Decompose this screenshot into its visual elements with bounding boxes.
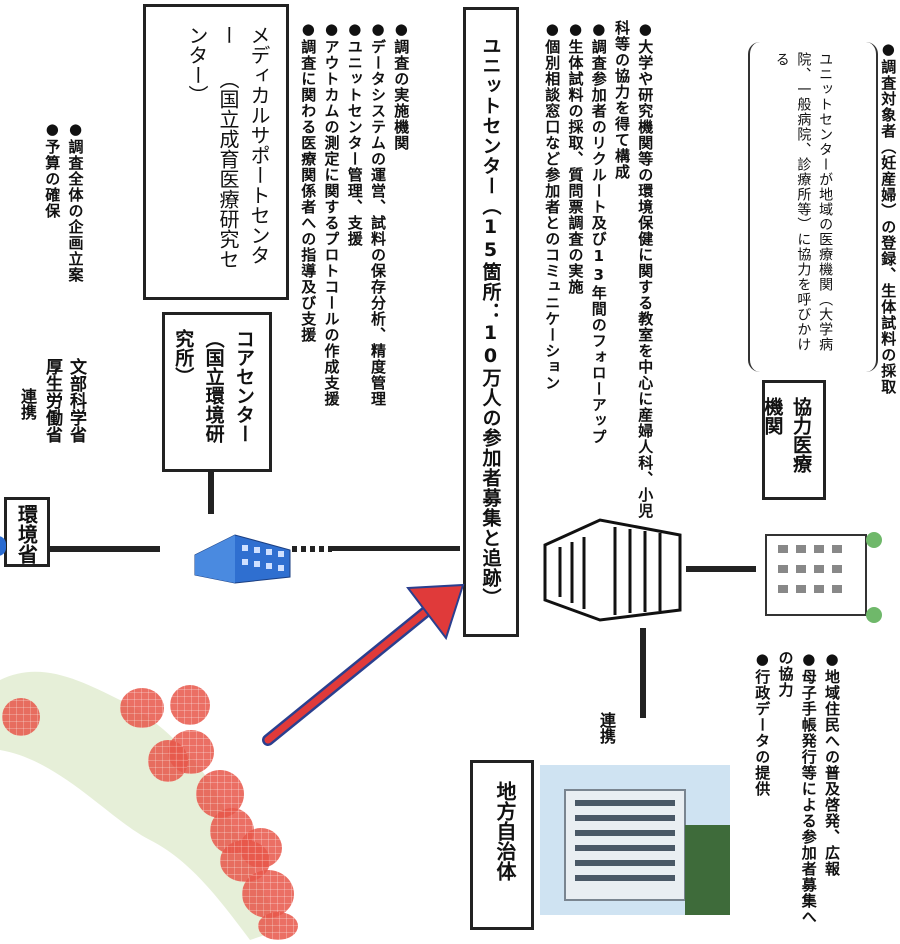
map-region (148, 740, 188, 782)
core-unit-dotted-connector (292, 546, 332, 552)
ministry-renkei-label: 連携 (18, 388, 37, 420)
local-role-2: ●母子手帳発行等による参加者募集への協力 (776, 650, 818, 925)
unit-building-icon (540, 515, 685, 625)
core-role-2: ●データシステムの運営、試料の保存分析、精度管理 (369, 20, 387, 407)
medical-support-title: メディカルサポートセンター (216, 25, 271, 265)
map-region (258, 912, 298, 940)
core-center-box: コアセンター （国立環境研究所） (162, 312, 272, 472)
hospital-icon (756, 520, 886, 630)
coop-medical-box: 協力医療機関 (762, 380, 826, 500)
coop-note: ユニットセンターが地域の医療機関（大学病院、一般病院、診療所等）に協力を呼びかけ… (773, 52, 834, 352)
ministry-role-1: ●調査全体の企画立案 (66, 120, 85, 283)
env-ministry-marker (0, 536, 6, 556)
core-role-1: ●調査の実施機関 (392, 20, 411, 151)
core-role-4: ●アウトカムの測定に関するプロトコールの作成支援 (322, 20, 341, 407)
env-core-connector (50, 546, 160, 552)
env-ministry-label: 環境省 (14, 504, 39, 564)
core-unit-connector (332, 546, 460, 551)
unit-roles: ●大学や研究機関等の環境保健に関する教室を中心に産婦人科、小児科等の協力を得て構… (540, 20, 656, 520)
red-arrow (262, 583, 465, 746)
mext-label: 文部科学省 (66, 358, 86, 443)
map-region (2, 698, 40, 736)
map-region (170, 685, 210, 725)
local-gov-box: 地方自治体 (470, 760, 534, 930)
unit-role-1: ●大学や研究機関等の環境保健に関する教室を中心に産婦人科、小児科等の協力を得て構… (613, 20, 655, 519)
coop-roles: ●調査対象者（妊産婦）の登録、生体試料の採取 (876, 40, 899, 920)
local-gov-title: 地方自治体 (493, 781, 517, 881)
core-role-3: ●ユニットセンター管理、支援 (345, 20, 364, 247)
local-role-3: ●行政データの提供 (753, 650, 772, 797)
coop-note-bracket (748, 42, 878, 372)
local-renkei-label: 連携 (597, 712, 616, 744)
medical-support-org: （国立成育医療研究センター） (185, 25, 240, 269)
core-building-icon (190, 515, 300, 585)
coop-role-1: ●調査対象者（妊産婦）の登録、生体試料の採取 (879, 40, 898, 395)
unit-center-title: ユニットセンター（15箇所：10万人の参加者募集と追跡） (479, 36, 502, 608)
unit-role-4: ●個別相談窓口など参加者とのコミュニケーション (543, 20, 562, 391)
map-region (120, 688, 164, 728)
env-ministry-box: 環境省 (4, 497, 50, 567)
coop-medical-title: 協力医療機関 (761, 397, 813, 473)
unit-role-2: ●調査参加者のリクルート及び13年間のフォローアップ (589, 20, 608, 445)
core-roles: ●調査の実施機関 ●データシステムの運営、試料の保存分析、精度管理 ●ユニットセ… (296, 20, 412, 520)
unit-center-box: ユニットセンター（15箇所：10万人の参加者募集と追跡） (463, 7, 519, 637)
city-hall-photo (540, 765, 730, 915)
local-role-1: ●地域住民への普及啓発、広報 (823, 650, 841, 877)
core-role-5: ●調査に関わる医療関係者への指導及び支援 (299, 20, 318, 343)
unit-role-3: ●生体試料の採取、質問票調査の実施 (566, 20, 585, 295)
unit-local-connector (640, 628, 646, 718)
ministry-roles: ●調査全体の企画立案 ●予算の確保 (40, 120, 87, 340)
japan-map (0, 640, 320, 940)
local-roles: ●地域住民への普及啓発、広報 ●母子手帳発行等による参加者募集への協力 ●行政デ… (750, 650, 843, 930)
mhlw-label: 厚生労働省 (42, 358, 62, 443)
core-center-title: コアセンター (233, 329, 255, 443)
core-box-connector (208, 472, 214, 514)
ministry-role-2: ●予算の確保 (43, 120, 62, 219)
unit-hospital-connector (686, 566, 756, 572)
medical-support-box: メディカルサポートセンター （国立成育医療研究センター） (143, 4, 289, 300)
core-center-org: （国立環境研究所） (172, 329, 225, 443)
map-region (242, 870, 294, 918)
